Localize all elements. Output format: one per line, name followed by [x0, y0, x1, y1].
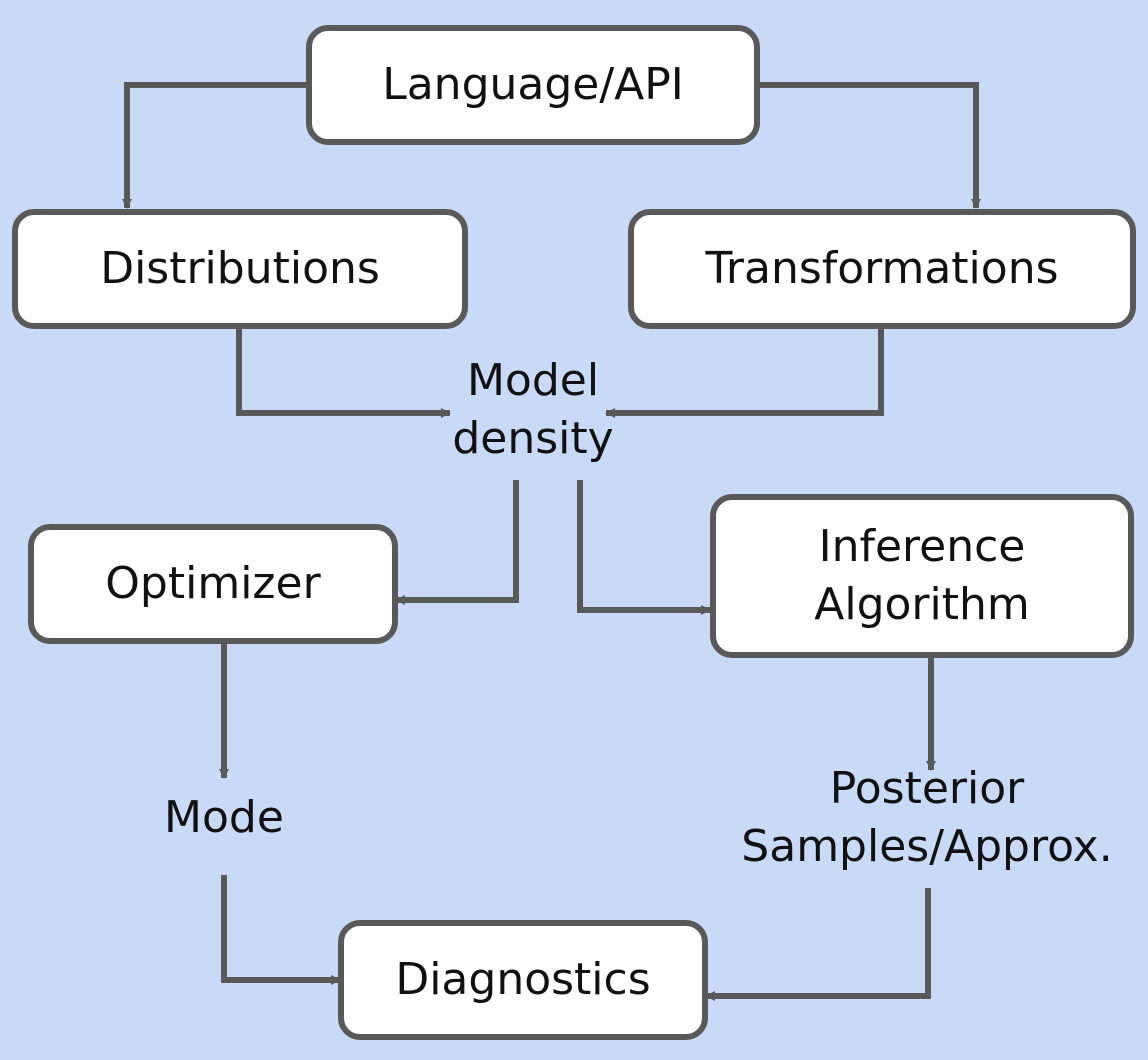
node-distributions: Distributions	[12, 209, 468, 329]
edge-language-to-distributions	[122, 82, 308, 209]
edge-distributions-to-model-density	[236, 326, 451, 418]
node-posterior: Posterior Samples/Approx.	[712, 760, 1142, 876]
node-mode-label: Mode	[164, 792, 284, 843]
node-optimizer-label: Optimizer	[105, 558, 321, 609]
node-inference-algorithm-line2: Algorithm	[814, 579, 1030, 630]
node-mode: Mode	[104, 788, 344, 848]
node-posterior-line1: Posterior	[829, 763, 1025, 814]
node-language-api: Language/API	[306, 25, 760, 145]
node-model-density: Model density	[403, 352, 663, 468]
node-inference-algorithm: Inference Algorithm	[710, 494, 1134, 658]
node-language-api-label: Language/API	[382, 59, 684, 110]
node-posterior-line2: Samples/Approx.	[741, 821, 1113, 872]
node-distributions-label: Distributions	[100, 243, 380, 294]
edge-transformations-to-model-density	[605, 326, 884, 418]
node-transformations-label: Transformations	[705, 243, 1059, 294]
node-diagnostics-label: Diagnostics	[395, 954, 651, 1005]
edge-model-density-to-inference	[577, 480, 711, 615]
node-diagnostics: Diagnostics	[338, 920, 708, 1040]
node-transformations: Transformations	[628, 209, 1136, 329]
edge-language-to-transformations	[758, 82, 981, 209]
edge-mode-to-diagnostics	[221, 875, 341, 985]
edge-posterior-to-diagnostics	[705, 888, 931, 1001]
node-model-density-line1: Model	[466, 355, 600, 406]
node-optimizer: Optimizer	[28, 524, 398, 644]
node-inference-algorithm-line1: Inference	[818, 521, 1026, 572]
node-model-density-line2: density	[452, 413, 614, 464]
edge-model-density-to-optimizer	[395, 480, 519, 605]
